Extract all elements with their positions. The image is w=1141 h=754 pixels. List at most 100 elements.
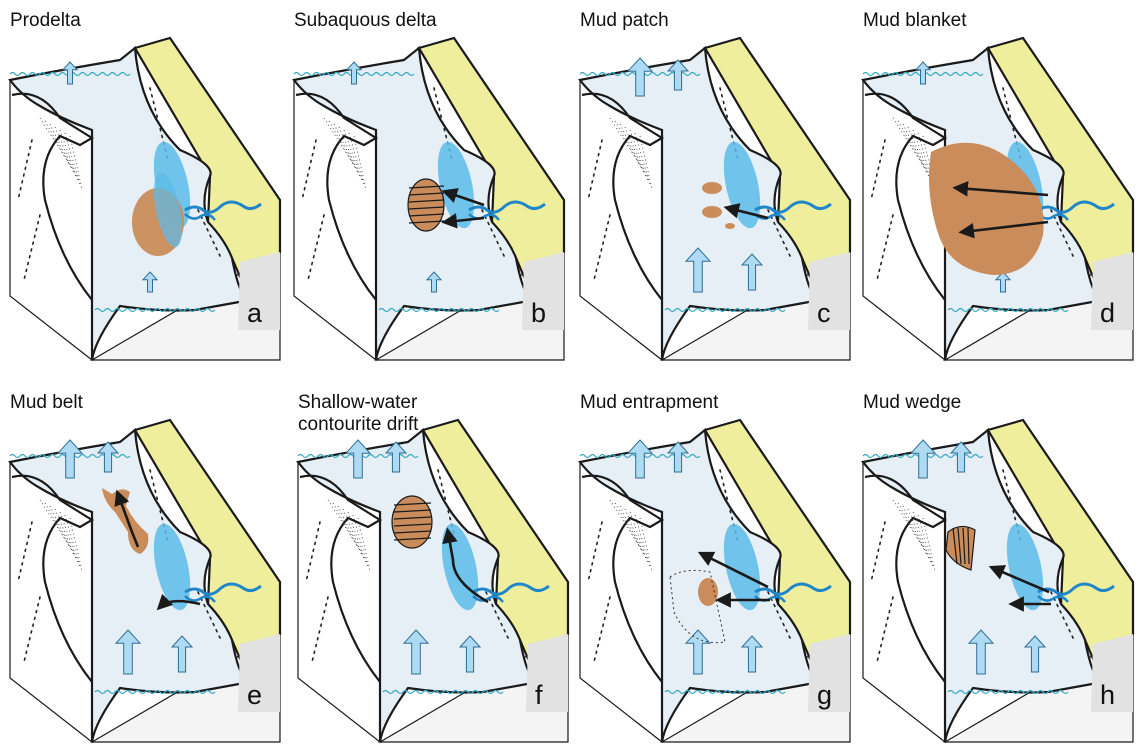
river-distributary [1037, 595, 1069, 603]
isobath-line [719, 87, 739, 161]
current-arrow [1023, 635, 1047, 673]
panel-a: Prodelta a [8, 10, 282, 362]
river [754, 582, 832, 596]
river-distributary [468, 213, 500, 221]
drift-layer-line [393, 516, 432, 520]
isobath-line [149, 87, 169, 161]
river [472, 582, 550, 596]
sediment-transport-arrow [952, 181, 1049, 197]
isobath-line [587, 521, 603, 583]
panel-title-line: Prodelta [10, 10, 81, 31]
shelf-break-line [295, 92, 379, 301]
river [1037, 582, 1115, 596]
isobath-line [719, 469, 739, 543]
river [468, 200, 546, 214]
water-surface-wave [94, 689, 216, 695]
isobath-line [485, 591, 511, 643]
river [1037, 200, 1115, 214]
isobath-line [870, 521, 886, 583]
current-arrow [61, 61, 79, 85]
clinoform-line [408, 199, 445, 203]
drift-layer-line [393, 509, 432, 513]
isobath-line [767, 591, 793, 643]
drift-layer-line [393, 502, 432, 506]
isobath-line [17, 139, 33, 201]
mud-patch [702, 182, 722, 194]
wedge-layer-line [967, 527, 970, 565]
current-arrow [967, 629, 995, 675]
water-surface-wave [378, 307, 500, 313]
sediment-transport-arrow [441, 213, 485, 229]
panel-letter: a [247, 298, 263, 328]
current-arrow [56, 439, 84, 479]
isobath-line [311, 596, 329, 663]
drift-layer-line [393, 537, 432, 541]
panel-letter: d [1100, 298, 1115, 328]
current-arrow [141, 271, 159, 293]
mud-patch [725, 223, 735, 229]
wedge-layer-line [957, 527, 962, 565]
river-distributary [184, 213, 216, 221]
current-arrow [458, 635, 482, 673]
isobath-line [876, 214, 894, 281]
shelf-break-line [299, 474, 383, 683]
panel-e: Mud belt e [8, 392, 282, 744]
clinoform-line [408, 192, 445, 196]
isobath-line [587, 139, 603, 201]
sediment-transport-arrow [156, 593, 201, 611]
panel-letter: h [1100, 680, 1115, 710]
panel-title: Mud belt [10, 392, 84, 413]
mud-deposit [407, 178, 445, 232]
letter-box [238, 252, 280, 330]
isobath-line [437, 469, 457, 543]
isobath-line [1002, 87, 1022, 161]
panel-letter: g [817, 680, 832, 710]
panel-title-line: Subaquous delta [294, 10, 437, 31]
shelf-break-line [581, 92, 665, 301]
isobath-line [301, 139, 317, 201]
shelf-break-line [864, 474, 948, 683]
isobath-line [149, 469, 169, 543]
clinoform-line [408, 185, 445, 189]
current-arrow [344, 439, 372, 479]
current-arrow [666, 59, 690, 91]
panel-title-line: Mud patch [580, 10, 669, 31]
river-distributary [754, 213, 786, 221]
clinoform-line [408, 220, 445, 224]
clinoform-line [408, 206, 445, 210]
isobath-line [876, 596, 894, 663]
isobath-line [593, 214, 611, 281]
isobath-line [197, 591, 223, 643]
current-arrow [740, 253, 764, 291]
current-arrow [384, 441, 408, 473]
letter-box [526, 634, 568, 712]
isobath-line [767, 209, 793, 261]
sediment-plume [153, 523, 191, 611]
current-arrow [626, 57, 654, 97]
panel-letter: c [817, 298, 831, 328]
isobath-line [481, 209, 507, 261]
contourite-drift [391, 495, 433, 549]
panel-title-line: contourite drift [298, 414, 419, 435]
shelf-break-line [11, 92, 95, 301]
current-arrow [402, 629, 430, 675]
isobath-line [197, 209, 223, 261]
isobath-line [593, 596, 611, 663]
current-arrow [666, 441, 690, 473]
sediment-plume [1006, 523, 1044, 611]
shelf-sea-surface [8, 427, 251, 743]
sediment-plume-overlap [153, 172, 183, 248]
isobath-line [23, 214, 41, 281]
panel-title: Subaquous delta [294, 10, 437, 31]
isobath-line [1002, 469, 1022, 543]
water-surface-wave [947, 689, 1069, 695]
panel-letter: e [247, 680, 262, 710]
panel-title: Mud blanket [863, 10, 967, 31]
mud-belt [102, 488, 149, 554]
shelf-break-line [581, 474, 665, 683]
mud-patch [702, 206, 722, 218]
shelf-break-line [864, 92, 948, 301]
sediment-transport-arrow [442, 527, 489, 604]
